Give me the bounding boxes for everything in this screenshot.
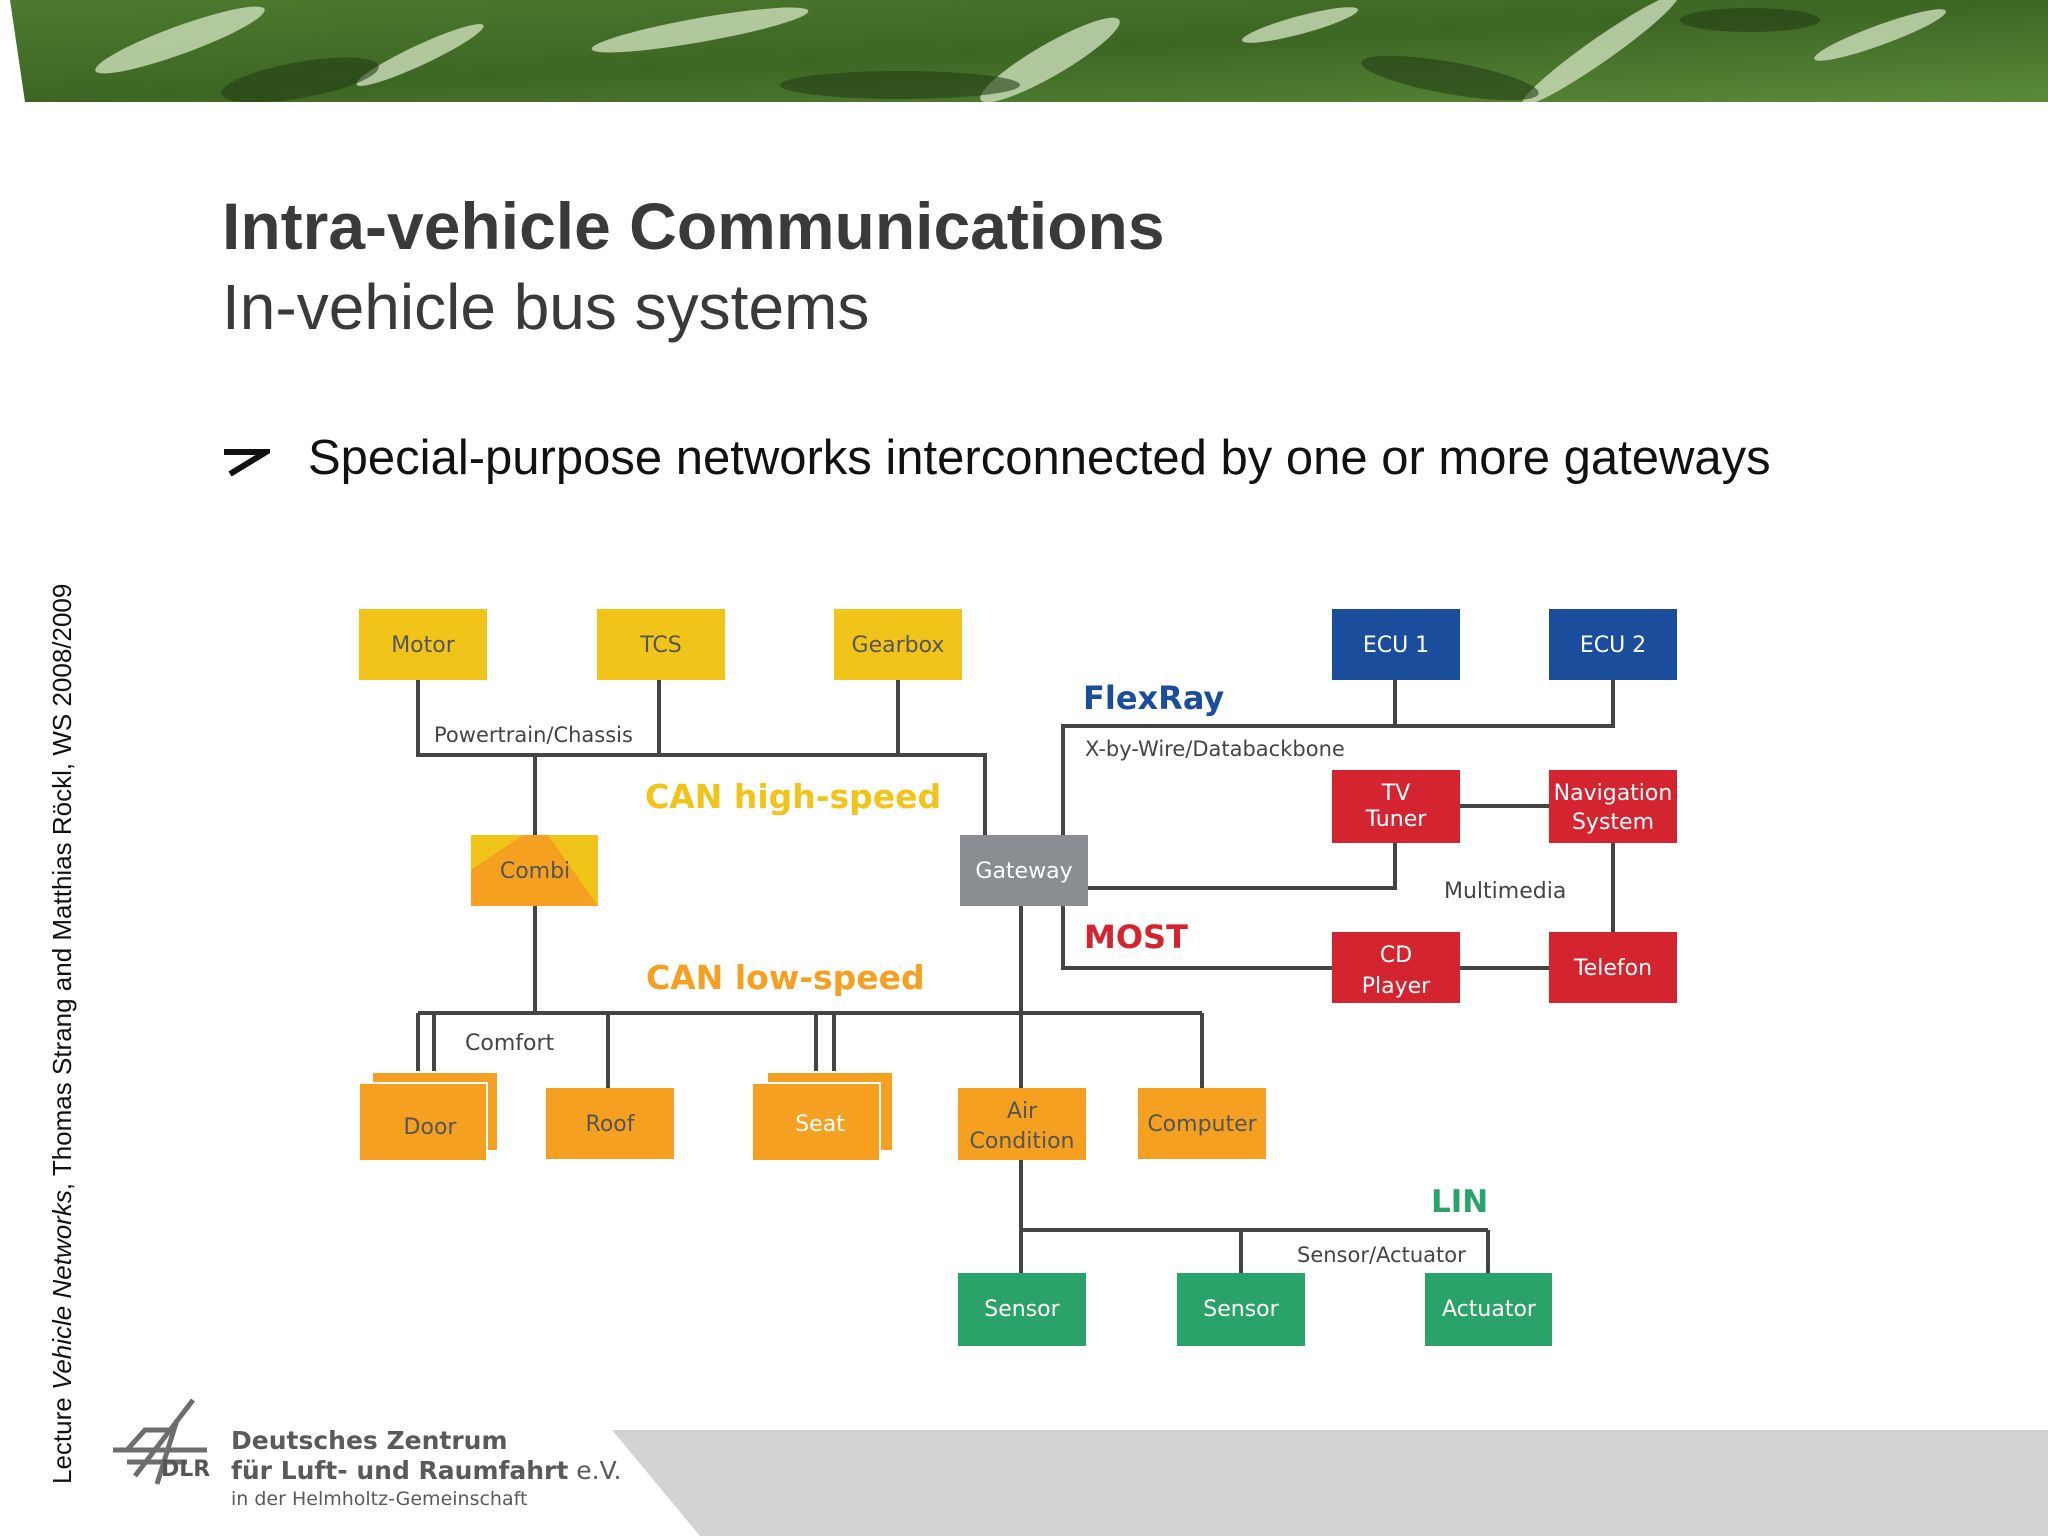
label-can-high-speed: CAN high-speed	[645, 777, 941, 816]
dlr-logo-icon	[113, 1398, 207, 1485]
footer-bar	[612, 1430, 2048, 1536]
node-tcs: TCS	[597, 609, 725, 680]
node-cd-player-line1: CD	[1380, 943, 1412, 968]
org-name-line1: Deutsches Zentrum	[231, 1426, 508, 1455]
node-ecu-2-label: ECU 2	[1580, 633, 1646, 658]
node-actuator: Actuator	[1425, 1273, 1552, 1346]
label-lin: LIN	[1431, 1184, 1488, 1220]
node-combi-label: Combi	[500, 859, 570, 884]
node-cd-player: CD Player	[1332, 932, 1460, 1003]
side-credit-authors: , Thomas Strang and Matthias Röckl, WS 2…	[47, 583, 77, 1191]
node-navigation-line1: Navigation	[1554, 781, 1673, 806]
header-banner	[10, 0, 2048, 102]
node-combi: Combi	[471, 835, 598, 906]
side-credit: Lecture Vehicle Networks, Thomas Strang …	[47, 584, 78, 1484]
node-navigation-line2: System	[1572, 810, 1654, 835]
label-flexray: FlexRay	[1083, 679, 1224, 717]
org-name-line2-text: für Luft- und Raumfahrt	[231, 1456, 569, 1485]
node-gateway-label: Gateway	[975, 859, 1072, 884]
slide-subtitle: In-vehicle bus systems	[222, 271, 870, 343]
node-navigation-system: Navigation System	[1549, 770, 1677, 843]
node-sensor-2: Sensor	[1177, 1273, 1305, 1346]
node-air-condition-line2: Condition	[970, 1129, 1075, 1154]
label-can-low-speed: CAN low-speed	[646, 958, 925, 997]
node-roof: Roof	[546, 1088, 674, 1159]
node-door-label: Door	[404, 1115, 458, 1140]
bullet-arrow-icon	[224, 449, 270, 476]
node-tcs-label: TCS	[639, 633, 681, 658]
node-motor-label: Motor	[391, 633, 456, 658]
label-powertrain-chassis: Powertrain/Chassis	[434, 723, 633, 747]
node-telefon: Telefon	[1549, 932, 1677, 1003]
node-sensor-1: Sensor	[958, 1273, 1086, 1346]
label-sensor-actuator: Sensor/Actuator	[1297, 1243, 1466, 1267]
label-most: MOST	[1084, 918, 1188, 956]
node-ecu-2: ECU 2	[1549, 609, 1677, 680]
node-gearbox-label: Gearbox	[852, 633, 945, 658]
node-cd-player-line2: Player	[1362, 974, 1431, 999]
bus-lines	[416, 678, 1615, 1273]
label-comfort: Comfort	[465, 1031, 555, 1056]
node-seat: Seat	[751, 1071, 894, 1162]
slide-title: Intra-vehicle Communications	[222, 189, 1165, 263]
org-name-line3: in der Helmholtz-Gemeinschaft	[231, 1488, 528, 1510]
node-tv-tuner: TV Tuner	[1332, 770, 1460, 843]
node-actuator-label: Actuator	[1442, 1297, 1537, 1322]
node-door: Door	[358, 1071, 499, 1162]
node-tv-tuner-line1: TV	[1381, 781, 1411, 806]
label-x-by-wire: X-by-Wire/Databackbone	[1085, 737, 1345, 761]
node-tv-tuner-line2: Tuner	[1365, 807, 1428, 832]
node-seat-label: Seat	[795, 1112, 845, 1137]
bullet-text: Special-purpose networks interconnected …	[308, 431, 1771, 485]
node-ecu-1: ECU 1	[1332, 609, 1460, 680]
side-credit-course: Vehicle Networks	[47, 1190, 77, 1391]
label-multimedia: Multimedia	[1444, 879, 1566, 904]
node-computer: Computer	[1138, 1088, 1266, 1159]
node-gateway: Gateway	[960, 835, 1088, 906]
node-gearbox: Gearbox	[834, 609, 962, 680]
node-motor: Motor	[359, 609, 487, 680]
dlr-abbreviation: DLR	[161, 1457, 211, 1482]
node-sensor-1-label: Sensor	[984, 1297, 1060, 1322]
node-air-condition-line1: Air	[1007, 1099, 1038, 1124]
node-telefon-label: Telefon	[1573, 956, 1652, 981]
node-sensor-2-label: Sensor	[1203, 1297, 1279, 1322]
node-air-condition: Air Condition	[958, 1088, 1086, 1160]
node-computer-label: Computer	[1147, 1112, 1257, 1137]
node-roof-label: Roof	[586, 1112, 636, 1137]
org-name-suffix: e.V.	[568, 1456, 622, 1485]
node-ecu-1-label: ECU 1	[1363, 633, 1429, 658]
org-name-line2: für Luft- und Raumfahrt e.V.	[231, 1456, 621, 1485]
